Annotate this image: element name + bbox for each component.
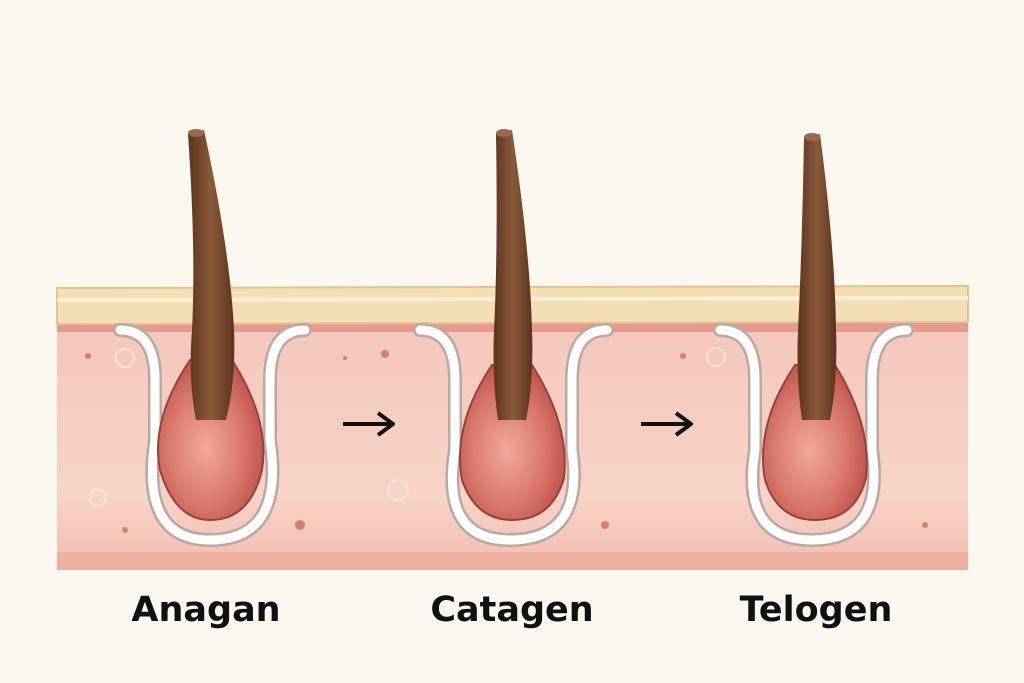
sheath-inner: [415, 325, 612, 545]
shaft-tip: [188, 129, 204, 137]
stage-labels: Anagan Catagen Telogen: [0, 582, 1024, 642]
hair-shaft: [797, 134, 837, 420]
label-anagan: Anagan: [131, 590, 281, 630]
shaft-tip: [496, 129, 512, 137]
hair-shaft: [188, 130, 235, 420]
hair-shaft: [493, 130, 533, 420]
hair-bulb: [157, 359, 265, 522]
follicle-anagan: [113, 129, 312, 548]
tissue-speckles: [85, 350, 928, 533]
sheath-inner: [115, 325, 310, 545]
arrow-catagen-to-telogen: [641, 411, 693, 437]
tissue-bubbles: [89, 347, 726, 507]
follicle-catagen: [413, 129, 614, 548]
shaft-tip: [804, 133, 820, 141]
dermis-bottom-edge: [57, 552, 968, 570]
arrow-anagan-to-catagen: [343, 411, 395, 437]
label-catagen: Catagen: [430, 590, 594, 630]
hair-bulb: [459, 364, 566, 522]
follicle-telogen: [713, 133, 914, 548]
sheath-inner: [715, 325, 912, 545]
hair-bulb: [762, 364, 868, 522]
label-telogen: Telogen: [739, 590, 893, 630]
